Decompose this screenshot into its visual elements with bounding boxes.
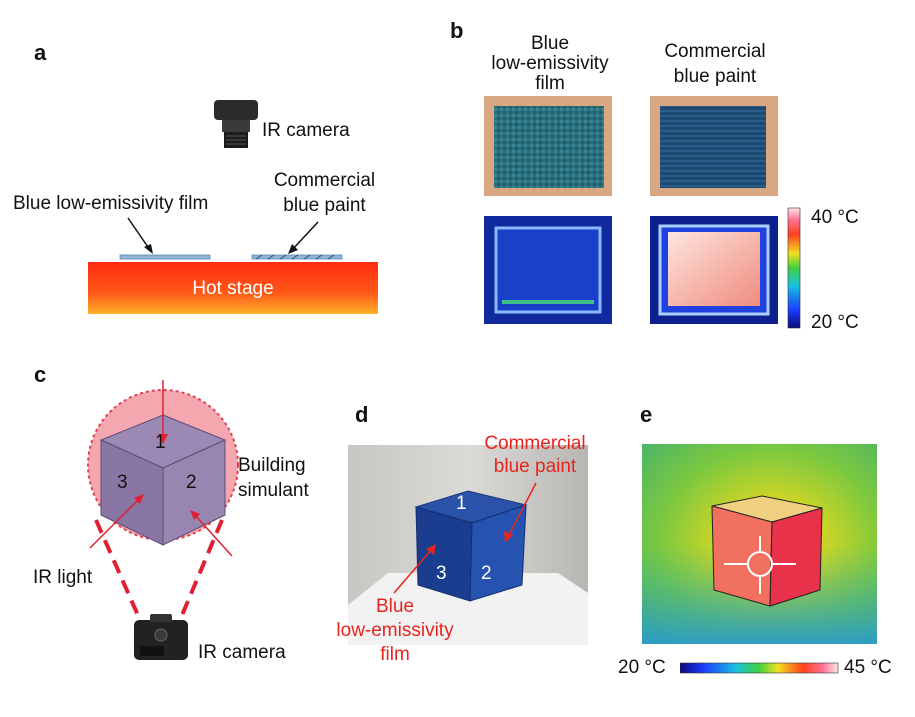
panel-letter-d: d — [355, 402, 369, 427]
crosshair-icon — [724, 536, 796, 594]
b-photo-film — [484, 96, 612, 196]
hot-stage — [88, 262, 378, 314]
d-face-top: 1 — [456, 493, 467, 514]
paint-strip — [251, 254, 343, 260]
a-paint-label-2: blue paint — [283, 195, 366, 216]
panel-c-diagram — [87, 380, 239, 660]
d-film-line2: low-emissivity — [336, 620, 454, 641]
d-film-line1: Blue — [375, 596, 415, 617]
b-col1-line3: film — [535, 73, 565, 94]
paint-arrow — [291, 221, 319, 251]
e-color-scale — [680, 662, 839, 674]
panel-e-thermal — [642, 444, 877, 644]
d-paint-arrow — [507, 482, 537, 538]
e-scale-min: 20 °C — [618, 657, 666, 678]
a-film-label: Blue low-emissivity film — [13, 193, 209, 214]
c-building-1: Building — [238, 455, 306, 476]
c-face-left: 3 — [117, 472, 128, 493]
a-paint-label-1: Commercial — [273, 170, 376, 191]
c-face-top: 1 — [155, 432, 166, 453]
panel-b-images — [484, 96, 801, 329]
panel-d-photo — [348, 445, 588, 645]
b-photo-paint — [650, 96, 778, 196]
d-face-left: 3 — [436, 563, 447, 584]
d-paint-line2: blue paint — [493, 456, 577, 477]
film-strip — [119, 254, 211, 260]
panel-letter-c: c — [34, 362, 47, 387]
film-arrow — [127, 217, 151, 251]
panel-letter-e: e — [640, 402, 653, 427]
b-ir-paint — [650, 216, 778, 324]
d-paint-line1: Commercial — [484, 433, 586, 454]
d-face-right: 2 — [481, 563, 492, 584]
c-camera-label: IR camera — [198, 642, 286, 663]
c-building-2: simulant — [238, 480, 309, 501]
ir-light-arrow-right — [193, 513, 233, 557]
a-camera-label: IR camera — [262, 120, 350, 141]
b-scale-min: 20 °C — [811, 312, 859, 333]
panel-letter-b: b — [450, 18, 464, 43]
d-film-line3: film — [380, 644, 410, 665]
b-col2-line2: blue paint — [673, 66, 757, 87]
c-ir-light: IR light — [33, 567, 93, 588]
dslr-camera-icon — [134, 614, 188, 660]
c-face-right: 2 — [186, 472, 197, 493]
panel-a-schematic — [88, 100, 378, 314]
a-stage-label: Hot stage — [192, 278, 274, 299]
b-color-scale — [787, 207, 801, 329]
ir-light-arrow-left — [89, 497, 141, 549]
d-film-arrow — [393, 548, 433, 594]
b-scale-max: 40 °C — [811, 207, 859, 228]
b-ir-film — [484, 216, 612, 324]
e-scale-max: 45 °C — [844, 657, 892, 678]
ir-camera-icon — [214, 100, 258, 148]
b-col2-line1: Commercial — [664, 41, 766, 62]
b-col1-line2: low-emissivity — [491, 53, 609, 74]
panel-letter-a: a — [34, 40, 47, 65]
b-col1-line1: Blue — [530, 33, 570, 54]
